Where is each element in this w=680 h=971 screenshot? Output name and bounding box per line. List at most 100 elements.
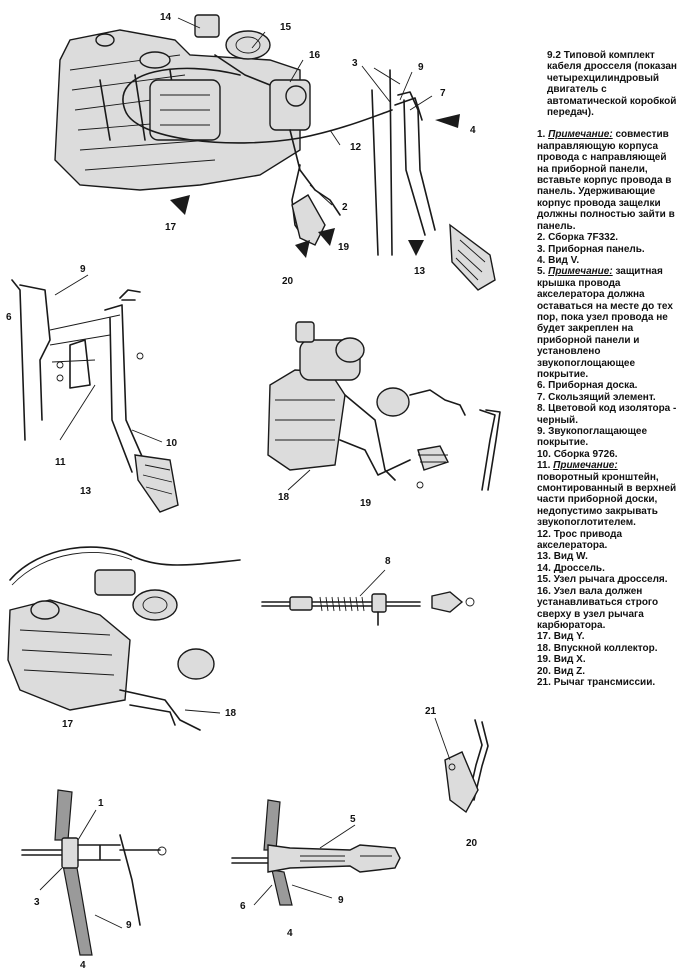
callout-4-v2: 4 xyxy=(287,928,293,939)
caption-number: 9.2 xyxy=(547,50,561,61)
callout-8: 8 xyxy=(385,556,391,567)
callout-6-w: 6 xyxy=(6,312,12,323)
legend-number: 12. xyxy=(537,528,554,540)
legend-note-label: Примечание: xyxy=(548,266,613,278)
legend-text: Сборка 7F332. xyxy=(548,232,619,244)
legend-item: 3. Приборная панель. xyxy=(537,244,677,255)
technical-figure: 14 15 16 3 9 7 4 12 2 17 19 20 13 9 6 11… xyxy=(6,12,501,971)
legend-item: 12. Трос привода акселератора. xyxy=(537,529,677,552)
legend-text: Скользящий элемент. xyxy=(548,391,656,403)
legend-text: Сборка 9726. xyxy=(553,448,618,460)
view-z-lever: 21 20 xyxy=(425,706,489,849)
legend-number: 14. xyxy=(537,562,554,574)
legend-text: Вид V. xyxy=(548,254,580,266)
legend-number: 10. xyxy=(537,448,554,460)
legend-item: 16. Узел вала должен устанавливаться стр… xyxy=(537,586,677,632)
legend-item: 4. Вид V. xyxy=(537,255,677,266)
legend-number: 6. xyxy=(537,380,549,392)
legend-text: Вид Y. xyxy=(553,631,585,643)
legend-text: Трос привода акселератора. xyxy=(537,528,623,552)
view-arrow-y xyxy=(170,195,190,215)
figure-canvas: 14 15 16 3 9 7 4 12 2 17 19 20 13 9 6 11… xyxy=(6,12,501,971)
legend-number: 20. xyxy=(537,665,554,677)
legend-text: Приборная панель. xyxy=(548,243,645,255)
legend-item: 18. Впускной коллектор. xyxy=(537,643,677,654)
callout-4-top: 4 xyxy=(470,125,476,136)
legend-number: 5. xyxy=(537,266,549,278)
legend-item: 19. Вид X. xyxy=(537,654,677,665)
legend-text: Вид Z. xyxy=(553,665,586,677)
legend-number: 2. xyxy=(537,232,549,244)
legend-number: 11. xyxy=(537,460,554,472)
legend-number: 7. xyxy=(537,391,549,403)
legend-item: 10. Сборка 9726. xyxy=(537,449,677,460)
legend-text: Вид W. xyxy=(553,551,588,563)
callout-15: 15 xyxy=(280,22,292,33)
legend-note-label: Примечание: xyxy=(553,460,618,472)
legend-item: 11. Примечание: поворотный кронштейн, см… xyxy=(537,460,677,528)
callout-7: 7 xyxy=(440,88,446,99)
legend-text: Рычаг трансмиссии. xyxy=(553,676,656,688)
legend-text: защитная крышка провода акселератора дол… xyxy=(537,266,673,380)
legend-number: 3. xyxy=(537,243,549,255)
callout-18-x: 18 xyxy=(278,492,290,503)
callout-9-top: 9 xyxy=(418,62,424,73)
legend-item: 14. Дроссель. xyxy=(537,563,677,574)
legend-number: 4. xyxy=(537,254,549,266)
callout-21: 21 xyxy=(425,706,437,717)
legend-item: 8. Цветовой код изолятора - черный. xyxy=(537,403,677,426)
cable-assembly: 8 xyxy=(261,556,475,626)
legend-item: 7. Скользящий элемент. xyxy=(537,392,677,403)
callout-4-v1: 4 xyxy=(80,960,86,971)
legend-text: Цветовой код изолятора - черный. xyxy=(537,403,677,426)
engine-top-view: 14 15 16 3 9 7 4 12 2 17 19 20 13 xyxy=(54,12,496,291)
legend-item: 15. Узел рычага дросселя. xyxy=(537,574,677,585)
legend-text: Звукопоглащающее покрытие. xyxy=(537,426,648,449)
legend-number: 16. xyxy=(537,585,554,597)
legend-item: 13. Вид W. xyxy=(537,551,677,562)
legend-item: 17. Вид Y. xyxy=(537,631,677,642)
legend-item: 1. Примечание: совместив направляющую ко… xyxy=(537,129,677,232)
legend-item: 21. Рычаг трансмиссии. xyxy=(537,677,677,688)
callout-9-v: 9 xyxy=(126,920,132,931)
legend-text: совместив направляющую корпуса провода с… xyxy=(537,129,675,232)
callout-9-w: 9 xyxy=(80,264,86,275)
view-arrow-w xyxy=(408,240,424,256)
callout-12: 12 xyxy=(350,142,362,153)
legend-item: 20. Вид Z. xyxy=(537,666,677,677)
view-x-manifold: 18 19 xyxy=(267,321,501,509)
callout-16: 16 xyxy=(309,50,321,61)
view-y-engine: 18 17 xyxy=(7,546,241,731)
callout-20-top: 20 xyxy=(282,276,294,287)
legend-text: Узел рычага дросселя. xyxy=(553,574,668,586)
legend-text: Узел вала должен устанавливаться строго … xyxy=(537,585,659,631)
view-arrow-x xyxy=(318,228,335,246)
callout-17-top: 17 xyxy=(165,222,177,233)
callout-11: 11 xyxy=(55,457,66,468)
callout-17-y: 17 xyxy=(62,719,74,730)
callout-3-v: 3 xyxy=(34,897,40,908)
legend-number: 8. xyxy=(537,403,549,415)
legend-item: 9. Звукопоглащающее покрытие. xyxy=(537,426,677,449)
legend-number: 15. xyxy=(537,574,554,586)
legend-text: поворотный кронштейн, смонтированный в в… xyxy=(537,471,677,529)
legend-list: 1. Примечание: совместив направляющую ко… xyxy=(537,129,677,688)
legend-text: Дроссель. xyxy=(553,562,605,574)
callout-14: 14 xyxy=(160,12,172,23)
view-arrow-v xyxy=(435,114,460,128)
legend-number: 18. xyxy=(537,642,554,654)
figure-legend: 9.2 Типовой комплект кабеля дросселя (по… xyxy=(537,50,677,688)
legend-number: 17. xyxy=(537,631,554,643)
legend-number: 1. xyxy=(537,129,549,141)
view-arrow-z xyxy=(295,240,310,258)
callout-19-x: 19 xyxy=(360,498,372,509)
callout-18-y: 18 xyxy=(225,708,237,719)
legend-item: 2. Сборка 7F332. xyxy=(537,232,677,243)
callout-2: 2 xyxy=(342,202,348,213)
callout-10: 10 xyxy=(166,438,178,449)
legend-number: 21. xyxy=(537,676,554,688)
legend-text: Приборная доска. xyxy=(548,380,638,392)
callout-19-top: 19 xyxy=(338,242,350,253)
legend-item: 6. Приборная доска. xyxy=(537,380,677,391)
caption-text: Типовой комплект кабеля дросселя (показа… xyxy=(547,50,677,119)
